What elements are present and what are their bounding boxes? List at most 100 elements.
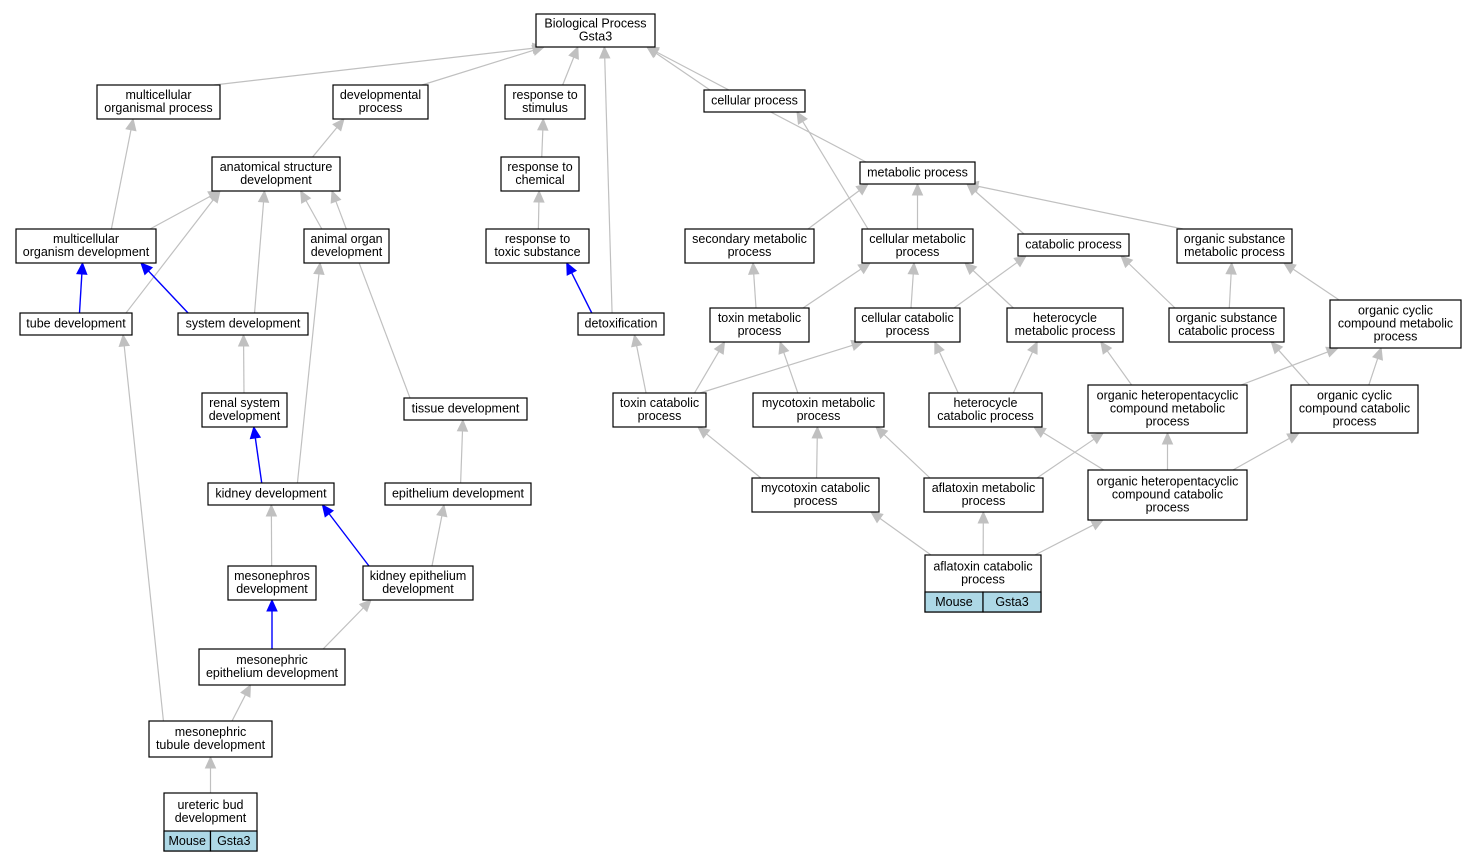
- edge-arrowhead: [1027, 340, 1038, 355]
- term-label-line: organic substance: [1176, 311, 1278, 325]
- leaf-gene: Gsta3: [217, 834, 250, 848]
- term-label-line: process: [1146, 415, 1190, 429]
- term-label-line: epithelium development: [392, 487, 525, 501]
- term-box: [148, 720, 273, 758]
- term-box: [854, 307, 961, 343]
- edge-arrowhead: [257, 189, 270, 203]
- term-label-line: renal system: [209, 396, 280, 410]
- term-label-line: Biological Process: [544, 17, 646, 31]
- term-label-line: response to: [507, 160, 572, 174]
- term-label-line: animal organ: [310, 232, 382, 246]
- term-node-mp[interactable]: metabolic process: [859, 161, 976, 185]
- leaf-species: Mouse: [935, 595, 973, 609]
- term-node-epid[interactable]: epithelium development: [384, 482, 532, 506]
- term-label-line: development: [175, 811, 247, 825]
- edge-arrowhead: [358, 599, 372, 613]
- edge-arrowhead: [266, 598, 278, 612]
- edge-arrowhead: [911, 182, 924, 196]
- is-a-edge: [123, 345, 165, 722]
- is-a-edge: [972, 270, 1014, 309]
- is-a-edge: [562, 56, 575, 86]
- term-label-line: cellular metabolic: [869, 232, 966, 246]
- term-box: [577, 312, 665, 336]
- term-node-kidd[interactable]: kidney development: [207, 482, 335, 506]
- edge-arrowhead: [537, 117, 549, 131]
- is-a-edge: [1128, 263, 1176, 309]
- term-label-line: tissue development: [412, 402, 520, 416]
- is-a-edge: [296, 273, 320, 484]
- is-a-edge: [1368, 358, 1379, 386]
- edge-arrowhead: [1270, 341, 1284, 355]
- is-a-edge: [1228, 273, 1232, 309]
- term-label-line: cellular catabolic: [861, 311, 953, 325]
- edge-arrowhead: [533, 189, 545, 203]
- is-a-edge: [815, 437, 818, 479]
- term-box: [211, 156, 341, 192]
- term-label-line: process: [1374, 330, 1418, 344]
- edge-arrowhead: [300, 189, 312, 204]
- term-node-sysd[interactable]: system development: [177, 312, 309, 336]
- is-a-edge: [78, 273, 83, 314]
- term-node-tisd[interactable]: tissue development: [403, 397, 528, 421]
- term-label-line: organic substance: [1184, 232, 1286, 246]
- edge-arrowhead: [748, 261, 760, 275]
- term-label-line: process: [896, 245, 940, 259]
- term-node-detox[interactable]: detoxification: [577, 312, 665, 336]
- term-label-line: process: [1146, 501, 1190, 515]
- is-a-edge: [110, 129, 132, 230]
- leaf-species: Mouse: [168, 834, 206, 848]
- is-a-edge: [693, 351, 720, 394]
- is-a-edge: [421, 49, 534, 86]
- is-a-edge: [910, 273, 914, 309]
- term-node-cp[interactable]: cellular process: [703, 89, 806, 113]
- is-a-edge: [254, 437, 263, 484]
- is-a-edge: [537, 201, 540, 230]
- term-label-line: process: [359, 101, 403, 115]
- term-label-line: mycotoxin metabolic: [762, 396, 875, 410]
- term-box: [859, 161, 976, 185]
- term-box: [928, 392, 1043, 428]
- term-box: [1168, 307, 1285, 343]
- term-box: [1176, 228, 1293, 264]
- term-label-line: compound metabolic: [1110, 402, 1225, 416]
- term-label-line: development: [240, 173, 312, 187]
- term-label-line: developmental: [340, 88, 421, 102]
- term-label-line: organic heteropentacyclic: [1097, 389, 1239, 403]
- term-node-tubed[interactable]: tube development: [19, 312, 133, 336]
- term-node-catp[interactable]: catabolic process: [1017, 233, 1130, 257]
- term-label-line: tube development: [26, 317, 126, 331]
- edge-arrowhead: [1013, 255, 1027, 268]
